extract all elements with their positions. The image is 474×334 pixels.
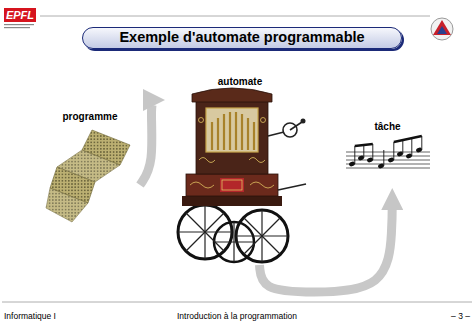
slide-title: Exemple d'automate programmable [82, 27, 402, 49]
barrel-organ-part-part [223, 114, 225, 150]
school-logo-part [433, 20, 451, 35]
music-notes [348, 136, 422, 169]
barrel-organ-part-part [236, 210, 288, 262]
barrel-organ-part [186, 174, 278, 196]
program-group: programme [40, 100, 140, 225]
barrel-organ-part-part [290, 122, 302, 130]
music-notes-part [355, 136, 422, 166]
barrel-organ-part-part [249, 158, 265, 163]
music-notes-part-part [393, 142, 394, 160]
flow-arrow [140, 100, 165, 185]
barrel-organ-part [301, 119, 306, 124]
school-logo-part [431, 18, 453, 40]
punched-card-part [46, 188, 88, 222]
flow-arrow [260, 188, 393, 292]
barrel-organ-part [206, 108, 258, 152]
epfl-logo-part [4, 24, 34, 25]
barrel-organ-part-part [190, 182, 214, 188]
music-notes-part-part [383, 150, 384, 166]
node-heading: automate [218, 76, 262, 88]
node-heading: tâche [374, 121, 400, 133]
barrel-organ-part-part [217, 118, 219, 150]
barrel-organ-part [182, 196, 282, 206]
barrel-organ-part-part [214, 222, 254, 262]
frame-line [40, 16, 430, 17]
node-heading: programme [62, 111, 117, 123]
barrel-organ-part-part [222, 180, 242, 190]
epfl-logo-part [4, 27, 30, 28]
music-notes-part-part [421, 136, 422, 150]
music-notes-part-part [394, 136, 422, 142]
frame-line [2, 302, 472, 303]
barrel-organ-part [196, 100, 268, 174]
barrel-organ-part-part [253, 122, 255, 150]
barrel-organ-part-part [186, 213, 224, 251]
music-staff [346, 152, 430, 168]
barrel-organ [178, 88, 306, 262]
music-notes-part-part [355, 144, 373, 146]
school-logo-part [437, 26, 447, 34]
barrel-organ-part [268, 122, 306, 190]
school-logo [431, 18, 453, 40]
barrel-organ-part-part [178, 205, 232, 259]
barrel-organ-part-part [268, 132, 284, 136]
logo-text: EPFL [4, 8, 36, 22]
music-notes-part-part [372, 144, 373, 160]
footer-course: Informatique I [4, 311, 56, 322]
music-notes-part-part [411, 139, 412, 156]
machine-group: automate [165, 65, 315, 265]
music-staff-part [346, 156, 430, 157]
barrel-organ-part [178, 205, 288, 262]
music-notes-part-part [354, 146, 355, 164]
barrel-organ-part-part [235, 112, 237, 150]
barrel-organ-part-part [261, 118, 266, 123]
barrel-organ-part-part [244, 218, 280, 254]
barrel-organ-part-part [278, 184, 306, 190]
page-number: – 3 – [451, 311, 470, 322]
barrel-organ-part [199, 118, 266, 163]
barrel-organ-part-part [247, 118, 249, 150]
barrel-organ-part [190, 180, 274, 190]
music-staff-part [346, 164, 430, 165]
epfl-logo-part [4, 8, 36, 22]
barrel-organ-part-part [214, 241, 254, 242]
barrel-organ-part-part [199, 118, 204, 123]
barrel-organ-part [220, 178, 244, 192]
music-notes-part [355, 136, 422, 146]
barrel-organ-part-part [186, 213, 224, 251]
barrel-organ-part-part [199, 158, 215, 163]
barrel-organ-part [192, 88, 272, 102]
punched-card [46, 130, 130, 222]
barrel-organ-part-part [241, 114, 243, 150]
footer-chapter: Introduction à la programmation [177, 311, 297, 322]
epfl-logo [4, 8, 36, 28]
task-group: tâche [340, 110, 435, 188]
barrel-organ-part-part [244, 218, 280, 254]
barrel-organ-part [178, 205, 288, 262]
barrel-organ-part-part [211, 122, 213, 150]
barrel-organ-part-part [250, 182, 274, 188]
barrel-organ-part [212, 112, 254, 150]
music-staff-part [346, 168, 430, 169]
barrel-organ-part-part [229, 112, 231, 150]
